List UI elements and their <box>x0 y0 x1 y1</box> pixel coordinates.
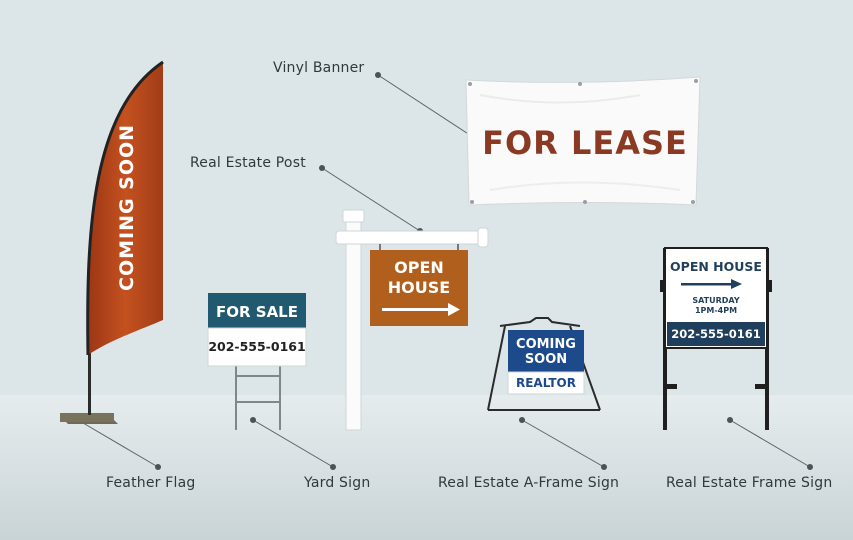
frame-sign-phone: 202-555-0161 <box>671 327 761 341</box>
label-frame-sign: Real Estate Frame Sign <box>666 475 833 491</box>
post-sign-line1: OPEN <box>394 258 444 277</box>
yard-sign-phone: 202-555-0161 <box>208 339 306 354</box>
frame-sign-title: OPEN HOUSE <box>670 259 762 274</box>
post-sign-line2: HOUSE <box>387 278 451 297</box>
floor <box>0 395 853 540</box>
frame-sign-day: SATURDAY <box>692 296 740 305</box>
a-frame-line1: COMING <box>516 337 576 352</box>
leader-lines <box>77 74 811 468</box>
vinyl-banner <box>465 76 701 206</box>
banner-text: FOR LEASE <box>482 124 688 162</box>
a-frame-line2: SOON <box>524 352 568 367</box>
label-vinyl-banner: Vinyl Banner <box>273 60 365 76</box>
label-feather-flag: Feather Flag <box>106 475 196 491</box>
frame-sign <box>660 247 772 430</box>
a-frame-sign <box>487 317 601 411</box>
label-a-frame-sign: Real Estate A-Frame Sign <box>438 475 620 491</box>
frame-sign-time: 1PM-4PM <box>694 306 738 315</box>
feather-flag <box>60 60 164 424</box>
yard-sign-title: FOR SALE <box>216 303 298 321</box>
real-estate-post <box>335 209 489 431</box>
yard-sign <box>207 293 307 430</box>
label-real-estate-post: Real Estate Post <box>190 155 306 171</box>
label-yard-sign: Yard Sign <box>304 475 371 491</box>
feather-flag-text: COMING SOON <box>116 123 138 291</box>
a-frame-footer: REALTOR <box>515 376 576 390</box>
